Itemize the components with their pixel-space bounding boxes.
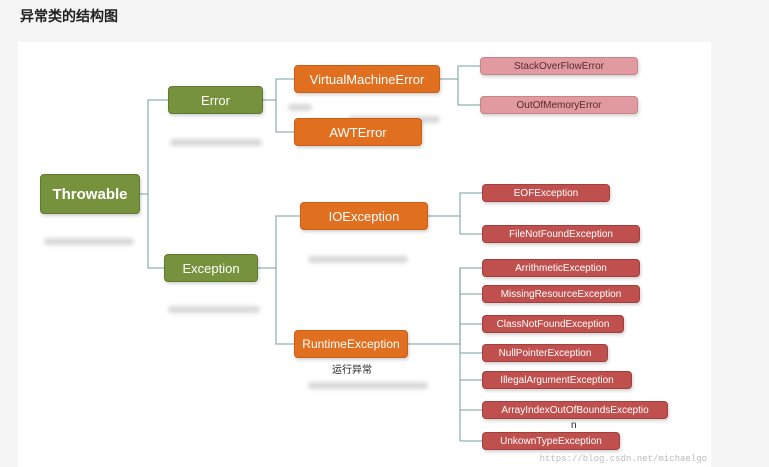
blurred-caption [288,104,312,111]
node-missingresourceexception: MissingResourceException [482,285,640,303]
node-exception: Exception [164,254,258,282]
node-arrayindexoutofboundsexception: ArrayIndexOutOfBoundsExceptio [482,401,668,419]
node-nullpointerexception: NullPointerException [482,344,608,362]
blurred-caption [168,306,260,313]
node-unkowntypeexception: UnkownTypeException [482,432,620,450]
hierarchy-diagram: Throwable Error Exception VirtualMachine… [18,42,711,467]
blurred-caption [308,256,408,263]
node-virtualmachineerror: VirtualMachineError [294,65,440,93]
runtime-note: 运行异常 [332,365,372,376]
blurred-caption [170,139,262,146]
blurred-caption [44,238,134,245]
node-throwable: Throwable [40,174,140,214]
node-error: Error [168,86,263,114]
node-outofmemoryerror: OutOfMemoryError [480,96,638,114]
connector-lines [140,65,482,442]
page-heading: 异常类的结构图 [20,8,118,24]
node-classnotfoundexception: ClassNotFoundException [482,315,624,333]
node-runtimeexception: RuntimeException [294,330,408,358]
node-eofexception: EOFException [482,184,610,202]
watermark-url: https://blog.csdn.net/michaelgo [539,454,707,464]
node-awterror: AWTError [294,118,422,146]
node-ioexception: IOException [300,202,428,230]
wrapped-char-n: n [571,420,577,431]
blurred-caption [308,382,428,389]
node-illegalargumentexception: IllegalArgumentException [482,371,632,389]
node-stackoverflowerror: StackOverFlowError [480,57,638,75]
node-filenotfoundexception: FileNotFoundException [482,225,640,243]
node-arrithmeticexception: ArrithmeticException [482,259,640,277]
